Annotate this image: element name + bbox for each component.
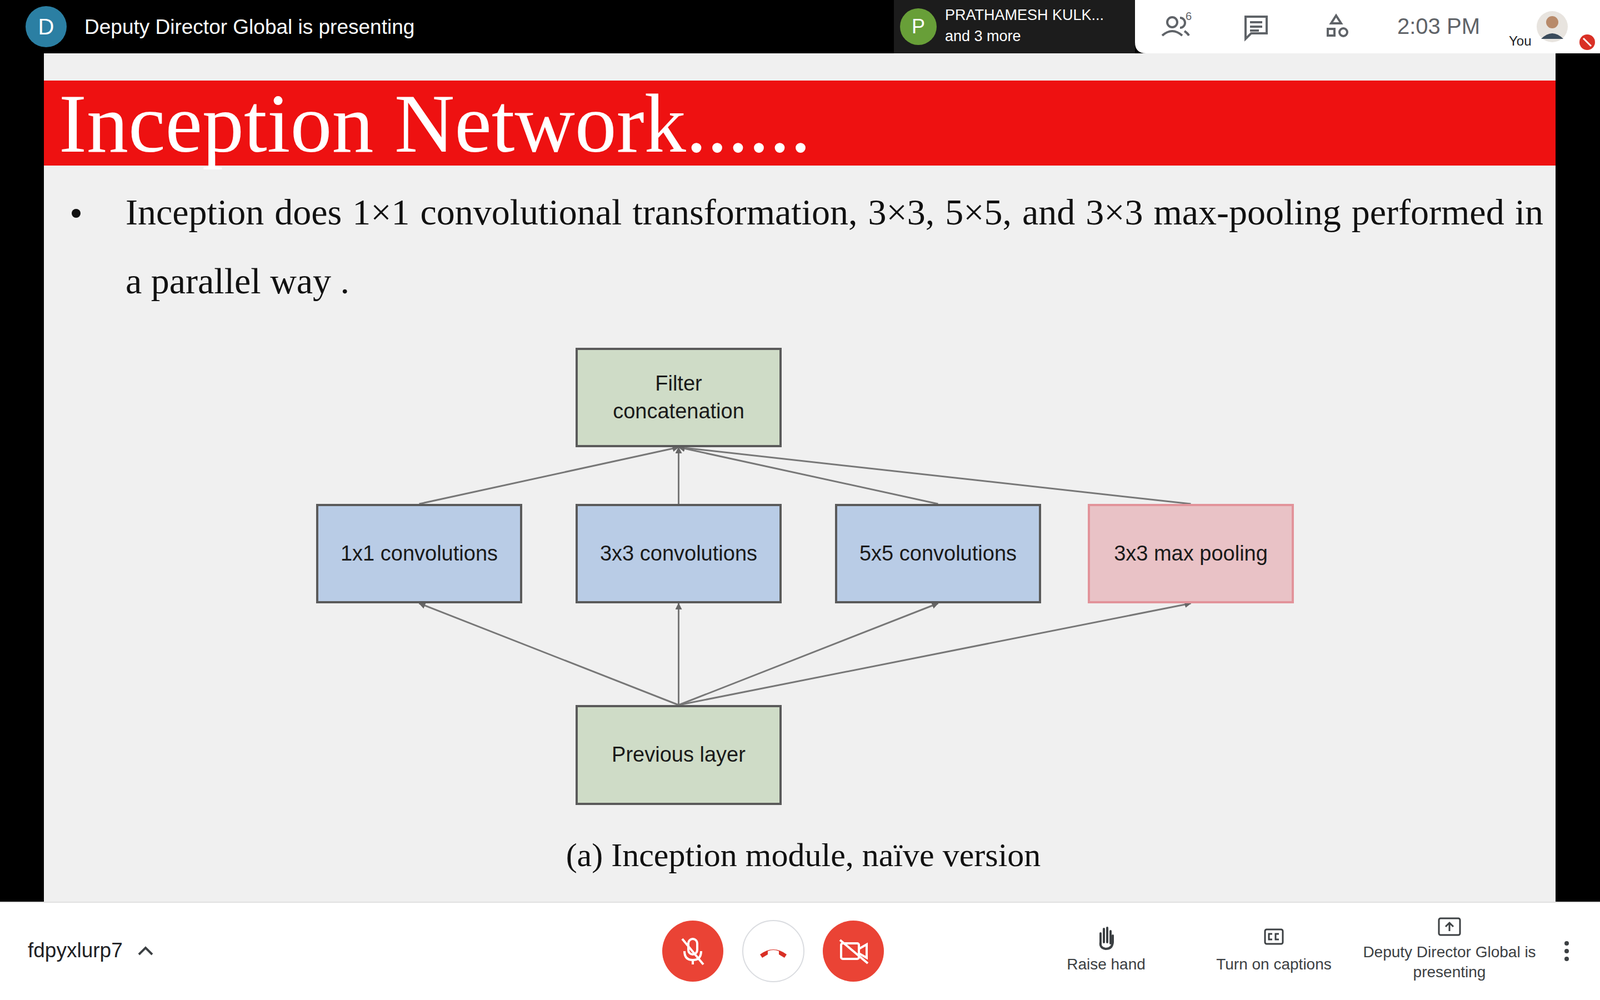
muted-badge	[1579, 34, 1595, 50]
input-box: Previous layer	[575, 705, 782, 805]
mic-slash	[682, 938, 704, 965]
muted-badge-slash	[1583, 38, 1592, 47]
node-text: 1x1 convolutions	[340, 540, 498, 568]
node-text: Previous layer	[611, 741, 746, 769]
participant-panel	[893, 0, 1135, 54]
button-circle	[662, 920, 724, 982]
bar-divider	[0, 901, 1600, 903]
icon-part	[1564, 948, 1569, 954]
icon-part	[1167, 17, 1178, 28]
presenter-avatar: D	[25, 6, 67, 48]
people-icon	[1162, 17, 1189, 36]
concat-box: Filter concatenation	[575, 347, 782, 448]
connector-arrow	[678, 603, 939, 705]
connector-arrow	[419, 603, 679, 705]
slide-title: Inception Network......	[58, 80, 812, 166]
avatar-face	[1536, 11, 1568, 43]
button-label: Turn on captions	[1216, 955, 1332, 974]
bottom-bar	[0, 902, 1600, 1000]
title-band	[43, 80, 1556, 166]
node-text: 5x5 convolutions	[859, 540, 1017, 568]
icon-part	[1250, 25, 1263, 28]
activities-icon	[1327, 15, 1348, 37]
figure-caption: (a) Inception module, naïve version	[566, 836, 1042, 875]
node-text: Filter concatenation	[590, 370, 768, 425]
participant-count: 6	[1185, 10, 1192, 23]
camera-shape	[841, 943, 859, 959]
button-circle	[742, 920, 804, 982]
presenting-banner: Deputy Director Global is presenting	[84, 15, 415, 39]
node-text: 3x3 max pooling	[1113, 540, 1268, 568]
participant-more: and 3 more	[945, 27, 1022, 45]
top-bar	[0, 0, 1600, 54]
icon-part	[1245, 16, 1267, 39]
icon-part	[1250, 21, 1263, 24]
slide-ground	[43, 53, 1556, 903]
mic-button	[662, 920, 724, 982]
icon-part	[1564, 941, 1569, 946]
button-circle	[822, 920, 884, 982]
meeting-code: fdpyxlurp7	[27, 938, 123, 963]
avatar-head	[1546, 16, 1559, 29]
connector-arrow	[678, 447, 939, 504]
node-text: 3x3 convolutions	[600, 540, 758, 568]
icon-part	[1327, 28, 1335, 36]
pooling-box: 3x3 max pooling	[1087, 503, 1294, 604]
button-label: Raise hand	[1066, 955, 1146, 974]
icon-part	[1438, 918, 1460, 935]
icon-part	[1268, 933, 1279, 940]
connector-arrow	[677, 603, 680, 705]
conv-box: 3x3 convolutions	[575, 503, 782, 604]
self-label: You	[1508, 33, 1532, 49]
avatar-body	[1541, 33, 1564, 39]
self-avatar	[1536, 11, 1595, 50]
conv-box: 5x5 convolutions	[835, 503, 1042, 604]
bullet-text: Inception does 1×1 convolutional transfo…	[125, 177, 1544, 316]
connector-arrow	[419, 447, 679, 504]
icon-part	[1564, 956, 1569, 962]
connector-arrow	[678, 447, 1192, 504]
clock-time: 2:03 PM	[1397, 13, 1480, 39]
icon-part	[1331, 15, 1342, 24]
camera-slash	[840, 940, 868, 964]
camera-button	[822, 920, 884, 982]
connector-arrow	[677, 447, 680, 504]
button-label: Deputy Director Global is presenting	[1357, 942, 1542, 983]
captions-icon	[1265, 929, 1283, 944]
connector-arrow	[678, 603, 1192, 705]
present-icon	[1438, 918, 1460, 935]
control-panel	[1135, 0, 1600, 54]
icon-part	[1339, 28, 1348, 37]
icon-part	[1162, 31, 1183, 36]
bullet-dot	[71, 208, 81, 218]
icon-part	[1265, 929, 1283, 944]
caret-icon	[138, 947, 153, 955]
hand-icon	[1100, 927, 1113, 949]
more-icon	[1564, 941, 1569, 962]
chat-icon	[1245, 16, 1267, 39]
phone-shape	[760, 949, 787, 958]
icon-part	[1250, 29, 1259, 32]
participant-avatar: P	[900, 8, 937, 45]
participant-name: PRATHAMESH KULK...	[945, 6, 1104, 24]
hangup-button	[742, 920, 804, 982]
conv-box: 1x1 convolutions	[316, 503, 523, 604]
icon-part	[1445, 922, 1454, 932]
